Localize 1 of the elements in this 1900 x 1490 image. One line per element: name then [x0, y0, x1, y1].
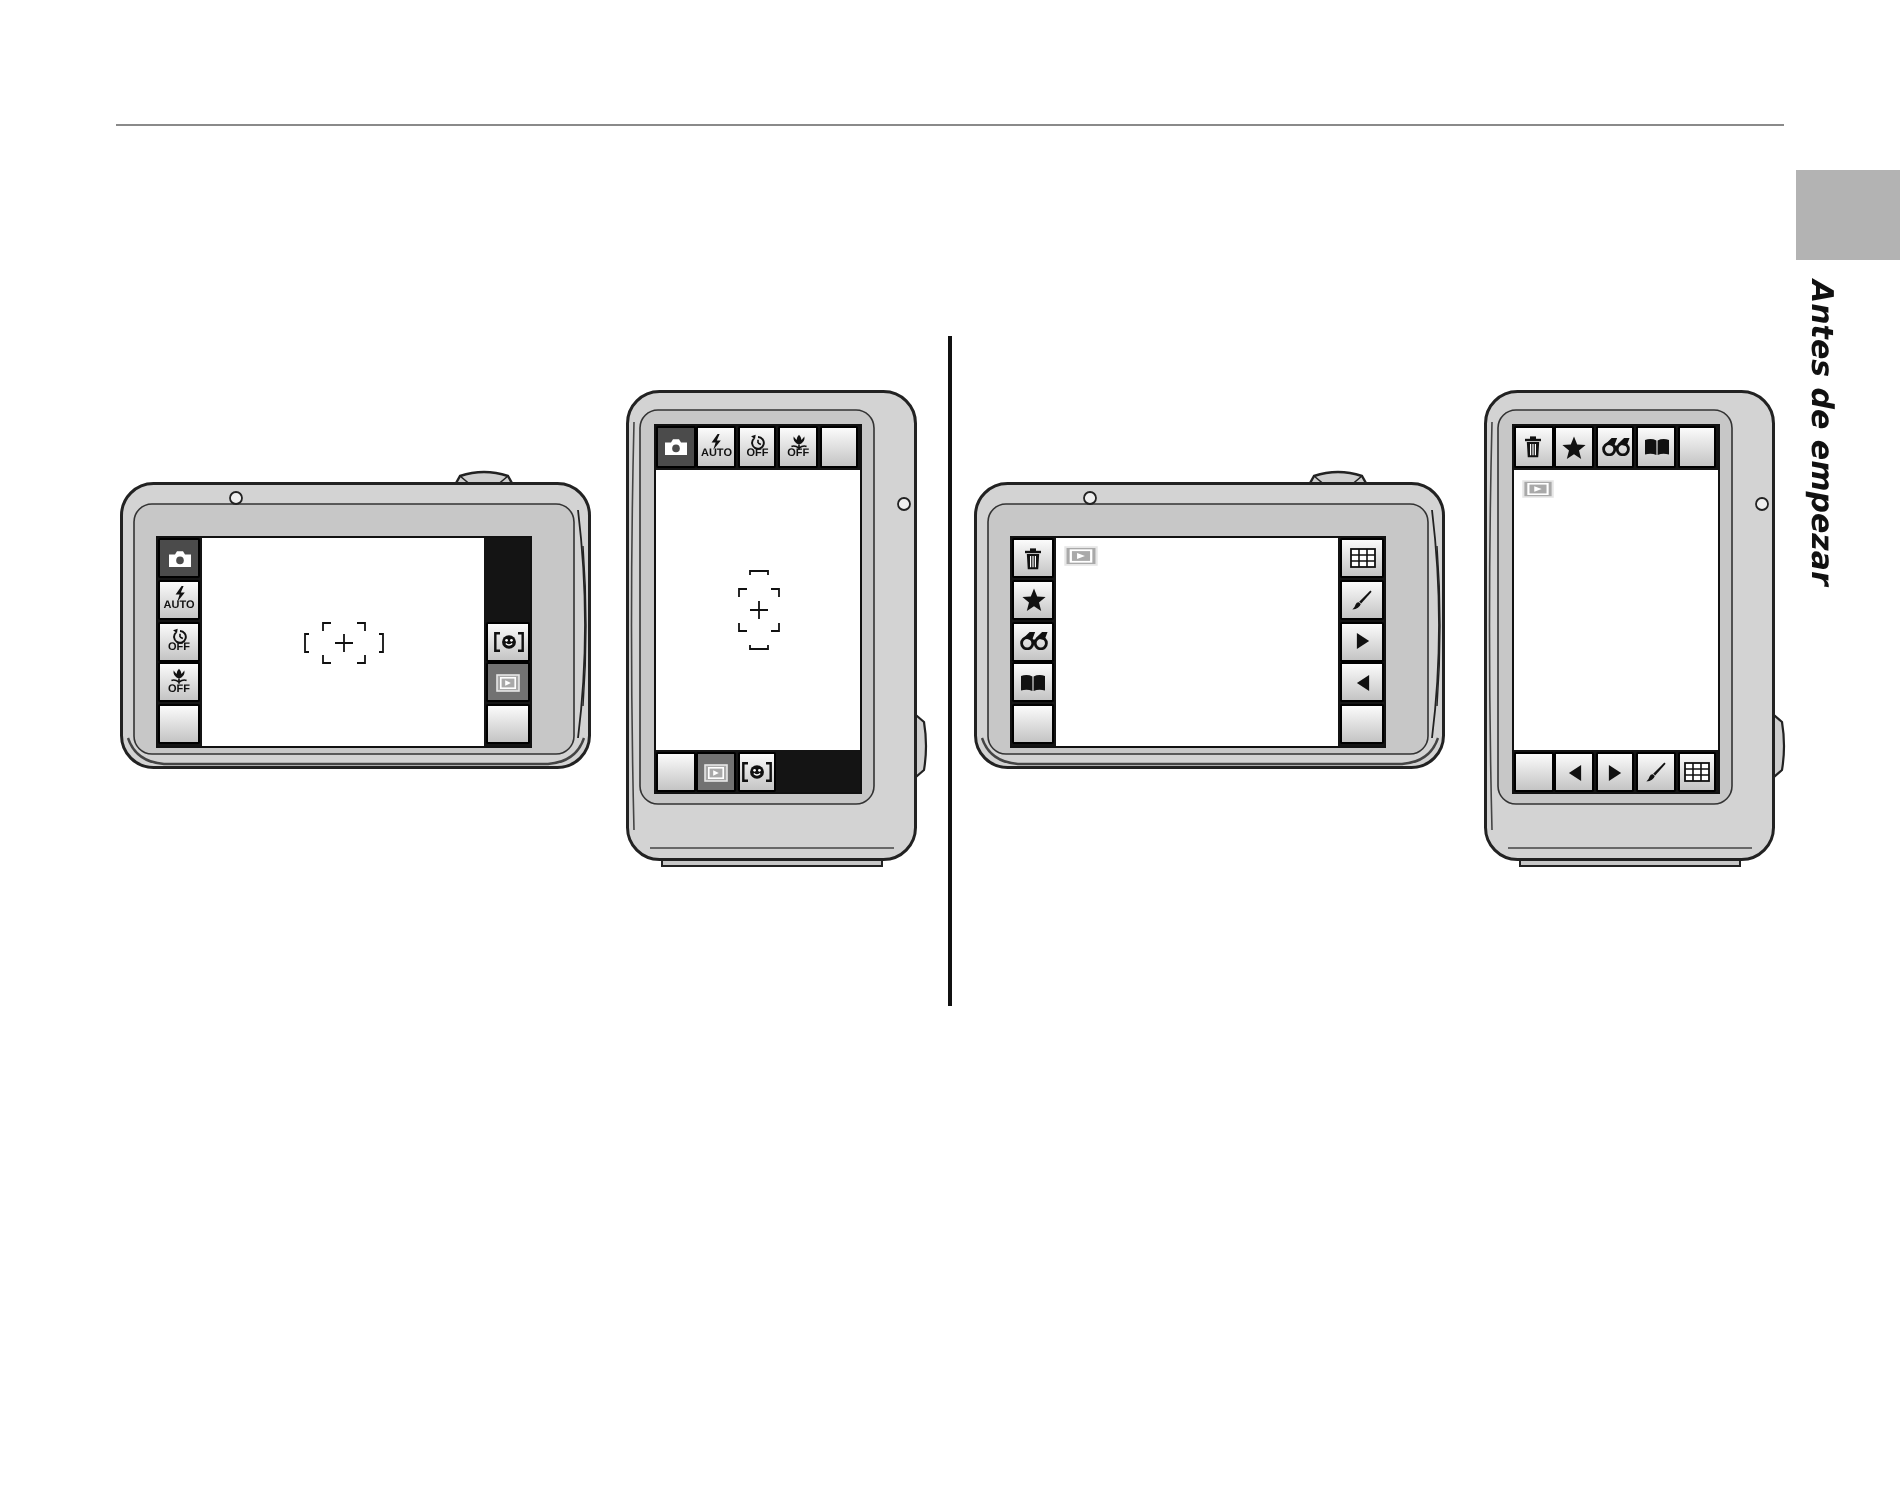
section-title: Antes de empezar: [1804, 280, 1840, 586]
